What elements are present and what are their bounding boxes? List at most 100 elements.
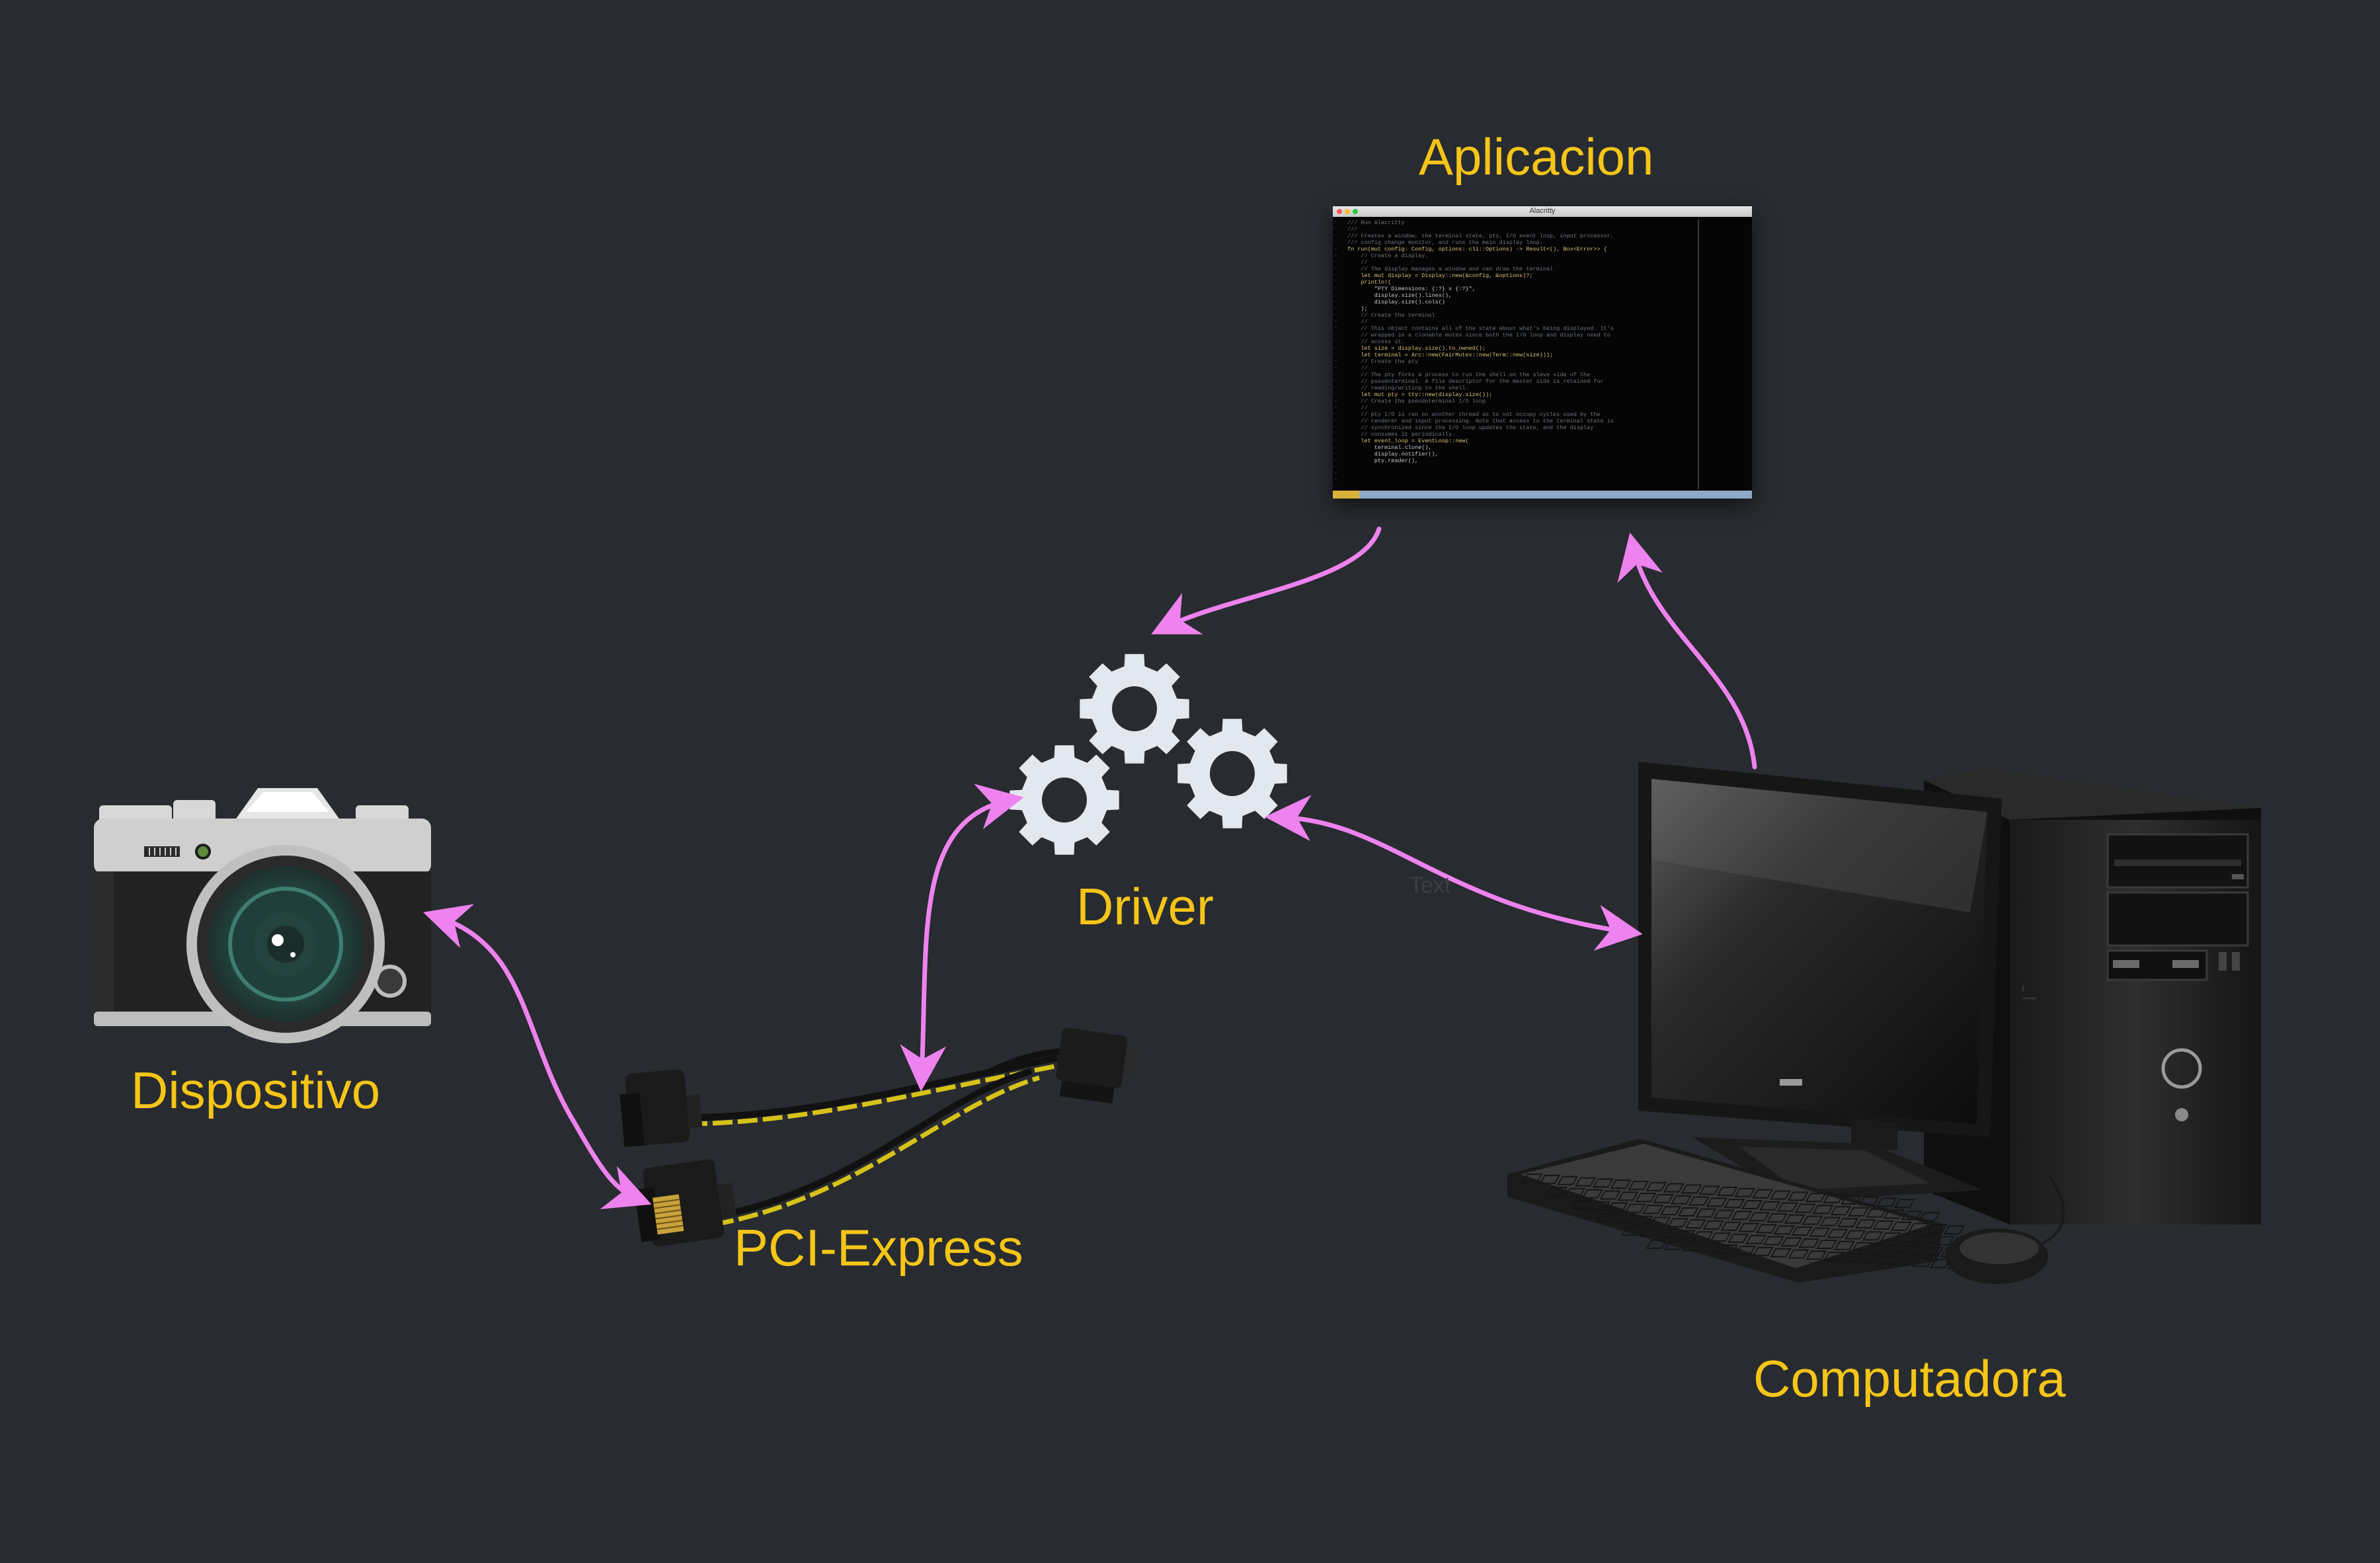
keyboard-key	[1812, 1205, 1834, 1215]
terminal-window-icon: Alacritty ~~~~~~~~~~~~~~~~~~~~~~~~~~~~~~…	[1333, 206, 1752, 499]
keyboard-key	[1738, 1222, 1760, 1232]
keyboard-key	[1699, 1243, 1721, 1253]
keyboard-key	[1710, 1232, 1731, 1242]
keyboard-key	[1663, 1183, 1685, 1193]
keyboard-key	[1773, 1225, 1795, 1235]
keyboard-key	[1628, 1180, 1649, 1190]
keyboard-key	[1755, 1224, 1778, 1234]
keyboard-key	[1589, 1201, 1610, 1211]
keyboard-key	[1827, 1228, 1848, 1238]
terminal-code-line: // The display manages a window and can …	[1347, 266, 1554, 272]
terminal-gutter-mark: ~	[1334, 227, 1337, 232]
keyboard-key	[1610, 1180, 1632, 1189]
terminal-titlebar: Alacritty	[1333, 206, 1752, 217]
keyboard-key	[1819, 1217, 1841, 1226]
device-label: Dispositivo	[131, 1061, 381, 1119]
terminal-gutter-mark: ~	[1334, 266, 1337, 272]
terminal-code-line: // Create the terminal	[1347, 312, 1435, 319]
keyboard-key	[1642, 1205, 1664, 1215]
terminal-code-line: pty.reader(),	[1347, 458, 1419, 464]
keyboard-key	[1908, 1222, 1930, 1232]
terminal-code-line: //	[1347, 319, 1368, 325]
terminal-gutter-mark: ~	[1334, 478, 1337, 483]
keyboard-key	[1823, 1252, 1845, 1262]
keyboard-key	[1698, 1185, 1720, 1195]
terminal-code-line: println!(	[1347, 279, 1392, 286]
keyboard-key	[1893, 1199, 1915, 1209]
terminal-code-line: terminal.clone(),	[1347, 444, 1432, 451]
keyboard-key	[1759, 1201, 1781, 1211]
terminal-code-line: // Create the pty	[1347, 358, 1419, 365]
terminal-code-line: // access it.	[1347, 339, 1405, 345]
keyboard-key	[1834, 1240, 1856, 1250]
keyboard-key	[1784, 1214, 1805, 1224]
terminal-gutter-mark: ~	[1334, 346, 1337, 351]
terminal-gutter-mark: ~	[1334, 419, 1337, 424]
arrow-driver-pci	[900, 783, 1024, 1092]
keyboard-key	[1752, 1189, 1774, 1199]
terminal-gutter-mark: ~	[1334, 359, 1337, 364]
keyboard-key	[1557, 1176, 1579, 1185]
terminal-code-line: fn run(mut config: Config, options: cli:…	[1347, 246, 1607, 253]
keyboard-key	[1923, 1246, 1944, 1256]
terminal-code-line: // reading/writing to the shell.	[1347, 385, 1469, 391]
keyboard-key	[1791, 1226, 1813, 1236]
keyboard-key	[1805, 1193, 1827, 1203]
keyboard-key	[1692, 1231, 1714, 1241]
keyboard-key	[1763, 1236, 1784, 1246]
keyboard-key	[1581, 1189, 1603, 1199]
keyboard-key	[1798, 1238, 1820, 1248]
keyboard-key	[1848, 1207, 1870, 1217]
terminal-gutter-mark: ~	[1334, 425, 1337, 430]
keyboard-key	[1944, 1225, 1965, 1235]
keyboard-key	[1706, 1197, 1727, 1207]
gear-hole	[1210, 751, 1255, 796]
terminal-gutter-mark: ~	[1334, 366, 1337, 371]
terminal-code-line: // pty I/O is ran on another thread as t…	[1347, 411, 1601, 418]
terminal-code-line: let terminal = Arc::new(FairMutex::new(T…	[1347, 352, 1554, 358]
terminal-gutter-mark: ~	[1334, 326, 1337, 331]
terminal-code-line: // renderer and input processing. Note t…	[1347, 418, 1614, 424]
keyboard-key	[1769, 1190, 1792, 1200]
keyboard-key	[1596, 1213, 1618, 1222]
terminal-gutter-mark: ~	[1334, 220, 1337, 225]
terminal-gutter-mark: ~	[1334, 339, 1337, 344]
connector-arrows	[422, 526, 1757, 1209]
keyboard-key	[1883, 1209, 1905, 1219]
terminal-gutter-mark: ~	[1334, 260, 1337, 265]
terminal-statusline	[1333, 491, 1752, 499]
keyboard-key	[1649, 1217, 1671, 1226]
keyboard-key	[1716, 1187, 1738, 1196]
terminal-code-line: // wrapped in a clonable mutex since bot…	[1347, 332, 1610, 339]
terminal-gutter-mark: ~	[1334, 372, 1337, 378]
keyboard-key	[1788, 1249, 1809, 1259]
keyboard-key	[1858, 1196, 1880, 1206]
close-dot-icon	[1337, 209, 1342, 214]
keyboard-key	[1685, 1219, 1706, 1229]
terminal-gutter-mark: ~	[1334, 280, 1337, 285]
terminal-code-line: display.size().cols()	[1347, 299, 1445, 305]
keyboard-key	[1933, 1236, 1955, 1246]
keyboard-key	[1617, 1191, 1639, 1201]
terminal-gutter-mark: ~	[1334, 253, 1337, 259]
keyboard-key	[1851, 1242, 1873, 1252]
keyboard-key	[1770, 1248, 1792, 1258]
keyboard-key	[1809, 1227, 1831, 1237]
terminal-gutter-mark: ~	[1334, 247, 1337, 252]
terminal-code-line: );	[1347, 305, 1368, 312]
keyboard-key	[1865, 1208, 1887, 1218]
terminal-code-line: // This object contains all of the state…	[1347, 325, 1614, 332]
keyboard-key	[1915, 1234, 1937, 1244]
keyboard-key	[1816, 1240, 1838, 1249]
terminal-title: Alacritty	[1529, 207, 1556, 215]
arrow-app-to-driver	[1151, 526, 1382, 635]
maximize-dot-icon	[1353, 209, 1358, 214]
keyboard-key	[1663, 1240, 1685, 1250]
terminal-code-line: //	[1347, 405, 1368, 411]
keyboard-key	[1841, 1253, 1863, 1262]
keyboard-key	[1787, 1191, 1809, 1201]
computer-label: Computadora	[1753, 1349, 2066, 1408]
arrow-device-pci	[422, 904, 652, 1209]
